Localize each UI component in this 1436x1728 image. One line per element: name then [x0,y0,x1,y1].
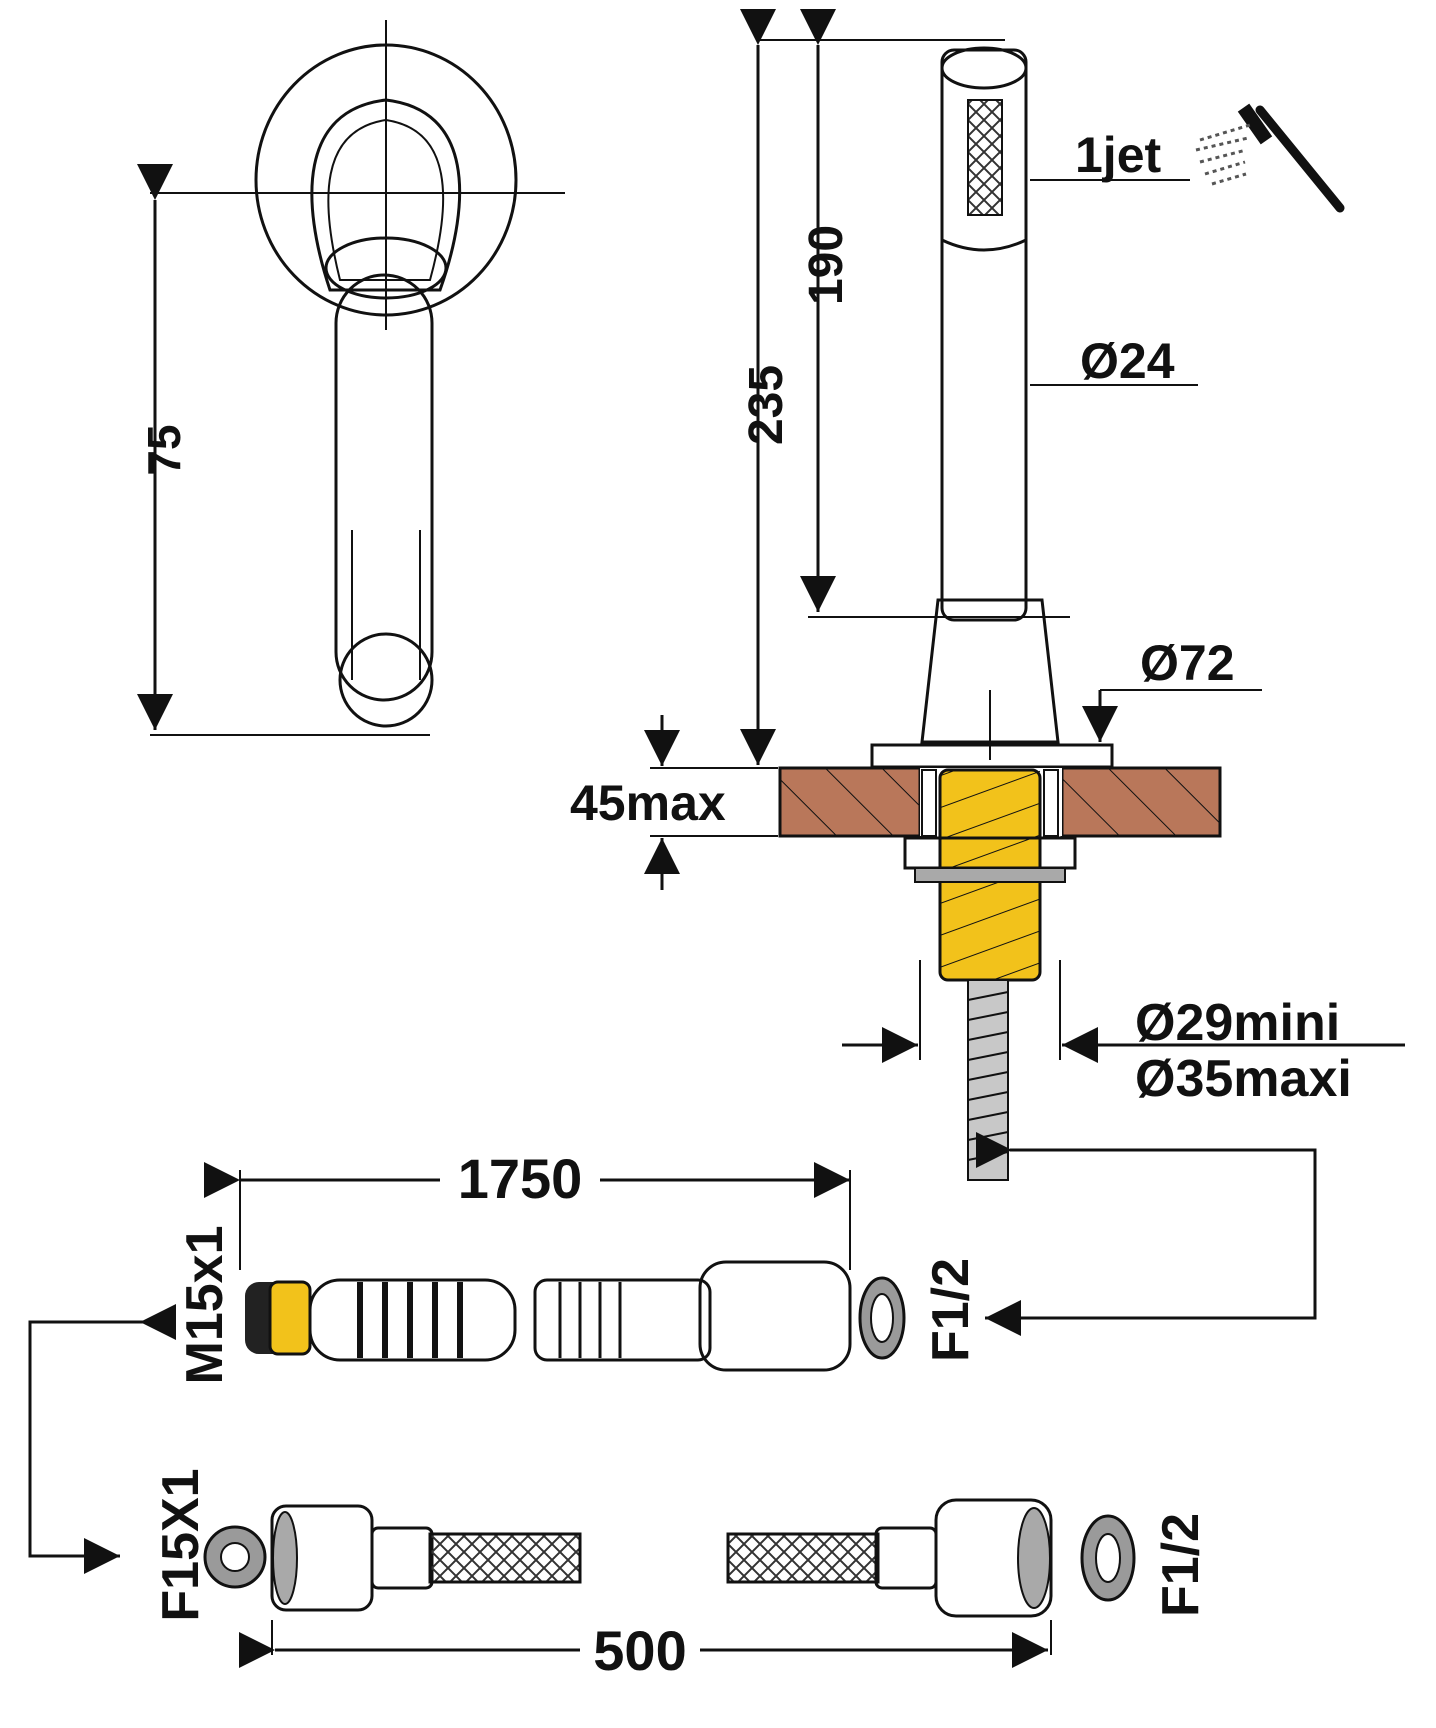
lever-base [310,98,462,292]
hose-left-section [308,1278,517,1362]
hole-min-label: Ø29mini [1135,994,1340,1052]
dim-1750-label: 1750 [458,1147,583,1210]
rosette [254,43,518,317]
flange [870,743,1114,769]
flex-braid-right [726,1532,880,1584]
dim-500-label: 500 [593,1619,686,1682]
flex-braid-left [428,1532,582,1584]
connection-arrow-right [985,1148,1317,1336]
side-view: 190 235 45max Ø72 1 [570,9,1405,1181]
hose-thread-right-label: F1/2 [922,1258,980,1362]
flex-thread-left-label: F15X1 [152,1468,210,1621]
handle-base-cone [920,598,1060,744]
shower-handle [940,48,1028,622]
dim-235-label: 235 [740,365,793,445]
shower-hose-1750: 1750 M15x1 F1/2 [176,1140,980,1385]
top-view: 75 [137,20,565,736]
handle-top [940,46,1028,90]
flange-diameter-label: Ø72 [1140,635,1235,691]
jet-label: 1jet [1075,127,1162,183]
spray-plate [967,99,1003,216]
dim-190-label: 190 [800,225,853,305]
connection-arrow-left [28,1320,145,1574]
flex-hose-500: 500 F15X1 F1/2 [152,1468,1210,1682]
hose-thread-left-label: M15x1 [176,1226,234,1385]
hole-max-label: Ø35maxi [1135,1050,1352,1108]
handle-diameter-label: Ø24 [1080,333,1175,389]
flex-thread-right-label: F1/2 [1152,1513,1210,1617]
hose-right-section [533,1278,712,1362]
supply-hose [967,979,1009,1181]
shower-head-spray-icon [1195,103,1345,213]
lever-collar [324,236,448,300]
dim-75-label: 75 [138,424,190,475]
hose-cone-fitting [698,1260,852,1372]
lever-tip [338,632,434,728]
lever-handle [334,273,434,702]
counter-thickness-label: 45max [570,775,726,831]
